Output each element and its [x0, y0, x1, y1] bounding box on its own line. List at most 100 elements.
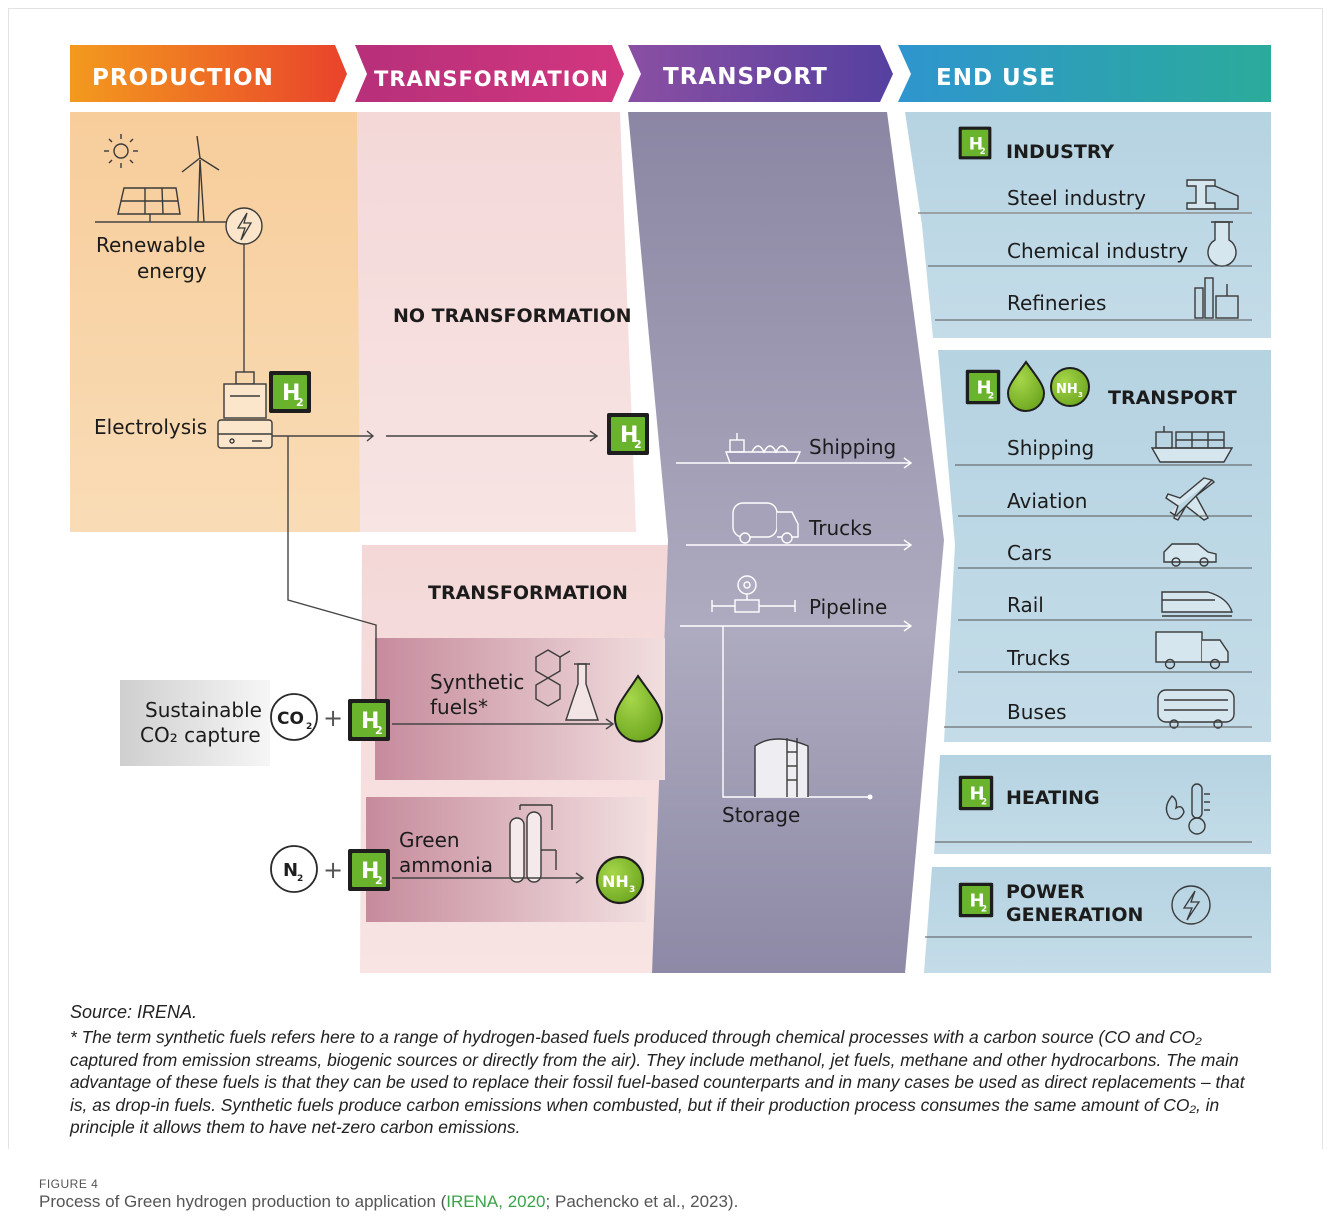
svg-text:2: 2	[634, 438, 642, 451]
storage-tank-icon	[754, 738, 809, 797]
svg-text:2: 2	[988, 391, 994, 401]
transport-storage-label: Storage	[722, 803, 800, 827]
flow-to-transformation	[287, 436, 377, 700]
svg-text:H: H	[620, 423, 638, 448]
co2-capture-bg	[120, 680, 270, 766]
svg-text:H: H	[969, 134, 983, 154]
fuel-drop-icon	[613, 674, 664, 743]
train-icon	[1161, 591, 1233, 617]
svg-text:NH: NH	[1056, 382, 1078, 397]
heating-title: HEATING	[1006, 787, 1100, 809]
co2-circle: CO 2	[270, 693, 318, 741]
svg-text:H: H	[969, 784, 984, 805]
transport-item-2: Aviation	[1007, 489, 1087, 513]
source-label: Source: IRENA.	[70, 1002, 198, 1022]
transport-pipeline-label: Pipeline	[809, 595, 887, 619]
svg-text:H: H	[361, 859, 379, 884]
arrow-head	[575, 872, 585, 884]
grid-electricity-icon	[225, 207, 263, 245]
figure-caption: Process of Green hydrogen production to …	[39, 1192, 738, 1212]
industry-item-3: Refineries	[1007, 291, 1106, 315]
svg-text:2: 2	[297, 874, 303, 884]
arrow-head	[589, 430, 599, 442]
thermometer-flame-icon	[1165, 783, 1210, 835]
header-production-label: PRODUCTION	[92, 65, 274, 91]
power-title-2: GENERATION	[1006, 904, 1143, 926]
h2-badge-synthetic: H 2	[348, 699, 390, 741]
h2-badge-heating: H 2	[958, 775, 994, 811]
citation-link-irena[interactable]: IRENA, 2020	[446, 1192, 546, 1211]
svg-text:N: N	[283, 860, 298, 881]
wind-turbine-icon	[181, 135, 220, 223]
green-ammonia-band	[366, 797, 646, 922]
transformation-label: TRANSFORMATION	[428, 582, 628, 604]
arrow-head	[605, 718, 615, 730]
svg-text:H: H	[282, 381, 300, 406]
h2-badge-ammonia: H 2	[348, 849, 390, 891]
sun-icon	[104, 134, 138, 168]
svg-text:H: H	[361, 709, 379, 734]
caption-prefix: Process of Green hydrogen production to …	[39, 1192, 447, 1211]
bus-icon	[1157, 689, 1235, 729]
transport-item-3: Cars	[1007, 541, 1052, 565]
figure-frame	[8, 8, 1323, 1149]
plus-sign-n2: +	[323, 856, 343, 884]
plus-sign-co2: +	[323, 704, 343, 732]
lorry-icon	[1155, 631, 1229, 670]
steel-beam-icon	[1186, 179, 1239, 210]
industry-item-2: Chemical industry	[1007, 239, 1188, 263]
svg-text:3: 3	[629, 885, 635, 895]
industry-panel-bg	[905, 112, 1271, 338]
solar-panel-icon	[117, 187, 181, 222]
power-title-1: POWER	[1006, 881, 1085, 903]
heating-panel-bg	[934, 755, 1271, 854]
h2-badge-electrolysis: H 2	[269, 371, 311, 413]
storage-line-end	[867, 794, 873, 800]
svg-text:2: 2	[981, 904, 987, 914]
sustainable-label-1: Sustainable	[145, 698, 262, 722]
hydrogen-value-chain-diagram: PRODUCTION TRANSFORMATION TRANSPORT END …	[70, 45, 1271, 973]
renewable-energy-label-2: energy	[137, 259, 207, 283]
drop-icon	[1006, 360, 1046, 412]
transport-shipping-label: Shipping	[809, 435, 896, 459]
electrolysis-label: Electrolysis	[94, 415, 207, 439]
header-transport: TRANSPORT	[628, 45, 893, 102]
svg-text:2: 2	[306, 722, 312, 732]
transport-trucks-label: Trucks	[808, 516, 872, 540]
truck-icon	[732, 502, 799, 544]
industry-item-1: Steel industry	[1007, 186, 1146, 210]
transport-item-4: Rail	[1007, 593, 1044, 617]
transport-item-6: Buses	[1007, 700, 1067, 724]
svg-text:2: 2	[375, 874, 383, 887]
n2-circle: N 2	[270, 845, 318, 893]
arrow-head	[903, 620, 913, 632]
industry-title: INDUSTRY	[1006, 141, 1114, 163]
refinery-icon	[1194, 277, 1239, 319]
transport-enduse-title: TRANSPORT	[1108, 387, 1237, 409]
svg-text:H: H	[969, 891, 984, 912]
svg-text:2: 2	[981, 797, 987, 807]
gas-cylinders-icon	[509, 804, 557, 883]
no-transformation-bg	[357, 112, 636, 532]
cargo-ship-icon	[1150, 426, 1234, 463]
transport-item-5: Trucks	[1006, 646, 1070, 670]
transport-item-1: Shipping	[1007, 436, 1094, 460]
green-ammonia-label-2: ammonia	[399, 853, 493, 877]
synthetic-fuels-label-1: Synthetic	[430, 670, 524, 694]
svg-text:2: 2	[296, 396, 304, 409]
electrolyser-icon	[217, 371, 273, 449]
svg-text:2: 2	[375, 724, 383, 737]
car-icon	[1163, 543, 1217, 567]
nh3-circle: NH 3	[595, 855, 645, 905]
no-transformation-label: NO TRANSFORMATION	[393, 305, 632, 327]
caption-suffix: ; Pachencko et al., 2023).	[545, 1192, 739, 1211]
svg-text:2: 2	[980, 147, 986, 157]
source-note-block: Source: IRENA. * The term synthetic fuel…	[60, 1000, 1270, 1150]
production-column-bg	[70, 112, 378, 532]
molecule-icon	[535, 649, 571, 707]
pipeline-icon	[711, 575, 796, 613]
renewable-energy-label-1: Renewable	[96, 233, 205, 257]
svg-text:NH: NH	[602, 872, 629, 891]
green-ammonia-label-1: Green	[399, 828, 460, 852]
power-bolt-icon	[1171, 885, 1211, 925]
